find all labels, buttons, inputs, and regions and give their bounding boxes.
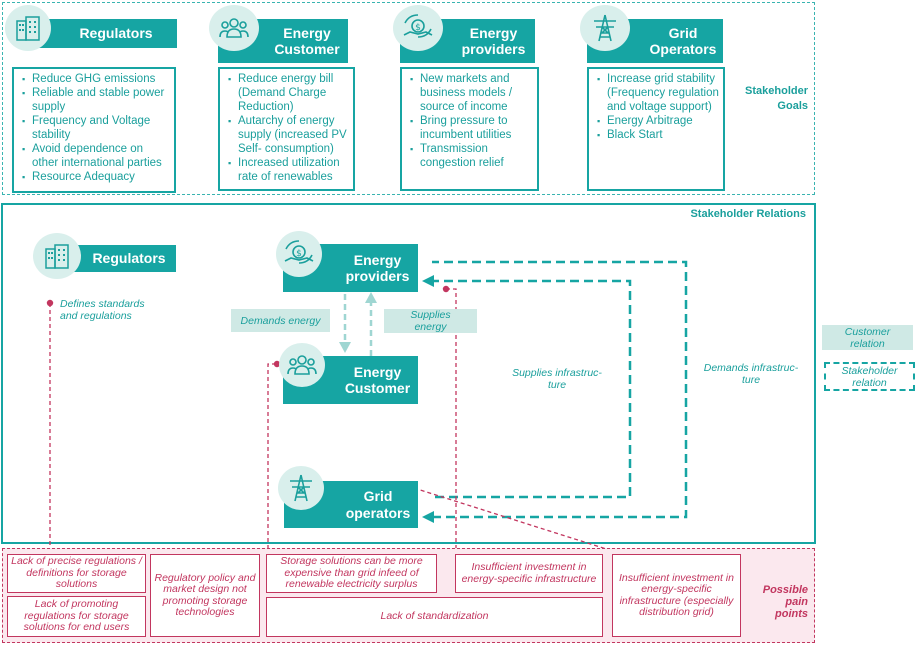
supplies-energy-label: Supplies energy <box>384 309 477 333</box>
stakeholder-goals-section <box>2 2 815 195</box>
relation-icon-energy-providers: $ <box>276 231 322 277</box>
relation-icon-regulators <box>33 233 81 279</box>
legend-customer-relation: Customer relation <box>822 325 913 350</box>
goal-icon-energy-customer <box>209 5 259 51</box>
relation-icon-energy-customer <box>279 343 325 387</box>
pain-point-storage-expensive: Storage solutions can be more expensive … <box>266 554 437 593</box>
relation-node-energy-providers: Energy providers <box>283 244 418 292</box>
demands-energy-label: Demands energy <box>231 309 330 332</box>
goal-header-regulators: Regulators <box>27 19 177 48</box>
pain-point-lack-promoting-regulations: Lack of promoting regulations for storag… <box>7 596 146 637</box>
stakeholder-relations-label: Stakeholder Relations <box>690 208 806 220</box>
pain-point-regulatory-policy: Regulatory policy and market design not … <box>150 554 260 637</box>
money-hand-icon: $ <box>284 240 314 264</box>
demands-infrastructure-label: Demands infrastruc-ture <box>703 362 799 386</box>
people-icon <box>219 18 249 38</box>
pain-point-lack-standardization: Lack of standardization <box>266 597 603 637</box>
people-icon <box>287 355 317 375</box>
svg-text:$: $ <box>415 23 421 33</box>
defines-standards-label: Defines standards and regulations <box>60 298 145 322</box>
goal-list-energy-providers: New markets and business models / source… <box>400 67 539 191</box>
relation-icon-grid-operators <box>278 466 324 510</box>
goal-list-energy-customer: Reduce energy bill (Demand Charge Reduct… <box>218 67 355 191</box>
supplies-infrastructure-label: Supplies infrastruc-ture <box>512 367 602 391</box>
demands-infrastructure-line <box>432 260 688 519</box>
pain-point-insufficient-investment-distribution: Insufficient investment in energy-specif… <box>612 554 741 637</box>
goal-icon-grid-operators <box>580 5 630 51</box>
goal-list-regulators: Reduce GHG emissions Reliable and stable… <box>12 67 176 193</box>
power-tower-icon <box>290 474 312 502</box>
buildings-icon <box>45 244 69 269</box>
legend-stakeholder-relation: Stakeholder relation <box>824 362 915 391</box>
money-hand-icon: $ <box>403 14 433 38</box>
goal-icon-regulators <box>5 5 51 51</box>
stakeholder-relations-section <box>1 203 816 544</box>
svg-text:$: $ <box>296 249 302 259</box>
stakeholder-goals-label: Stakeholder Goals <box>745 85 808 112</box>
relation-node-regulators: Regulators <box>62 245 176 272</box>
supplies-infrastructure-line <box>430 279 632 499</box>
power-tower-icon <box>594 14 616 42</box>
pain-points-label: Possible pain points <box>762 584 808 620</box>
goal-list-grid-operators: Increase grid stability (Frequency regul… <box>587 67 725 191</box>
pain-point-insufficient-investment: Insufficient investment in energy-specif… <box>455 554 603 593</box>
goal-icon-energy-providers: $ <box>393 5 443 51</box>
pain-point-lack-precise-regulations: Lack of precise regulations / definition… <box>7 554 146 593</box>
buildings-icon <box>16 16 40 41</box>
